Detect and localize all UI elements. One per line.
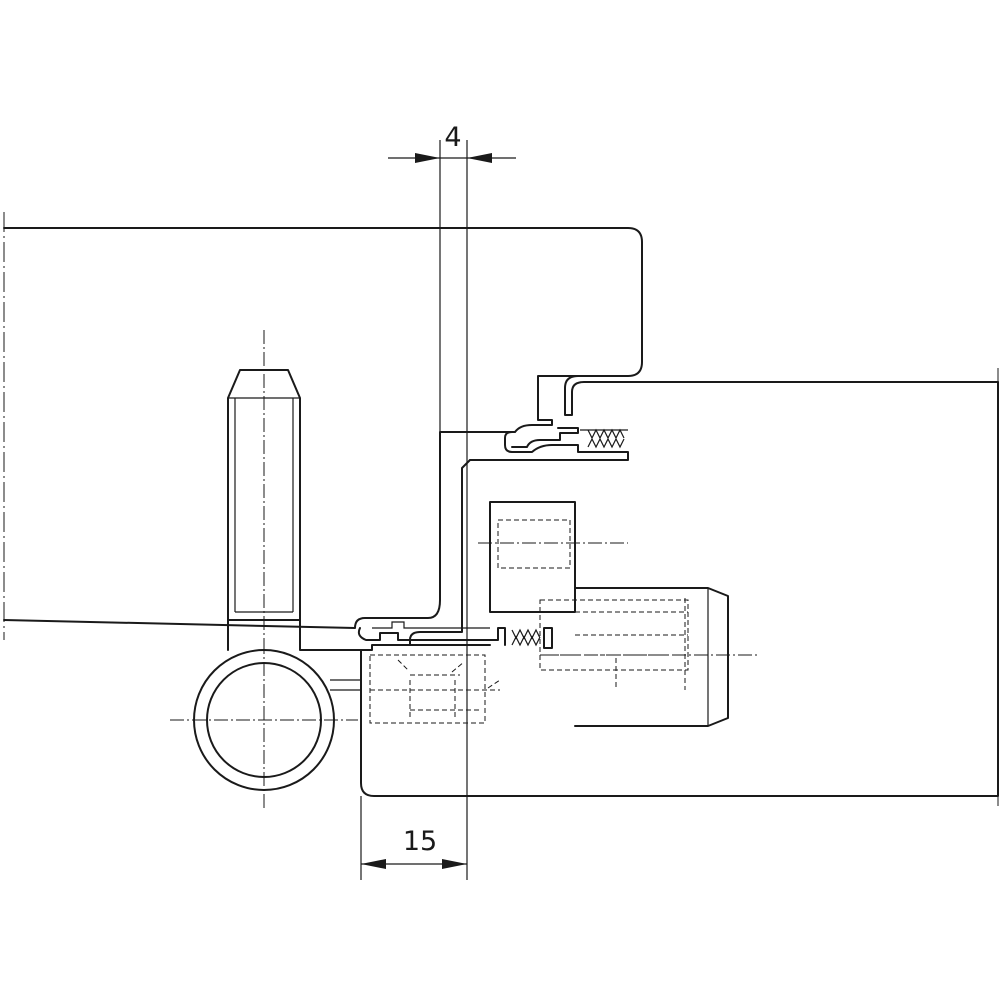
door-hinge-block — [489, 501, 576, 613]
frame-outline — [3, 227, 643, 629]
lower-clip-spring — [357, 627, 506, 646]
lower-screw-head — [543, 627, 553, 649]
hidden-screw — [369, 654, 486, 724]
dimension-bottom-arrow-left — [361, 859, 386, 869]
lower-clip-inner — [372, 621, 490, 629]
dimension-bottom-label: 15 — [403, 826, 437, 857]
upper-clip-spring — [511, 427, 579, 448]
hidden-bore — [539, 599, 689, 671]
door-leaf-outline — [564, 375, 999, 416]
frame-hinge-body — [469, 431, 629, 461]
door-pin — [574, 587, 729, 727]
dimension-top-arrow-right — [467, 153, 492, 163]
dimension-bottom-arrow-right — [442, 859, 467, 869]
dimension-top-label: 4 — [444, 122, 461, 153]
dimension-top: 4 — [388, 122, 516, 163]
hidden-diag-1 — [397, 659, 409, 671]
upper-thread — [587, 428, 625, 449]
hidden-diag-2 — [451, 661, 465, 673]
dimension-top-arrow-left — [415, 153, 440, 163]
door-hinge-block-inner — [497, 519, 571, 569]
pin-neck — [227, 619, 363, 651]
dimension-bottom: 15 — [360, 796, 467, 880]
hidden-diag-3 — [487, 679, 501, 689]
lower-thread — [511, 628, 541, 647]
